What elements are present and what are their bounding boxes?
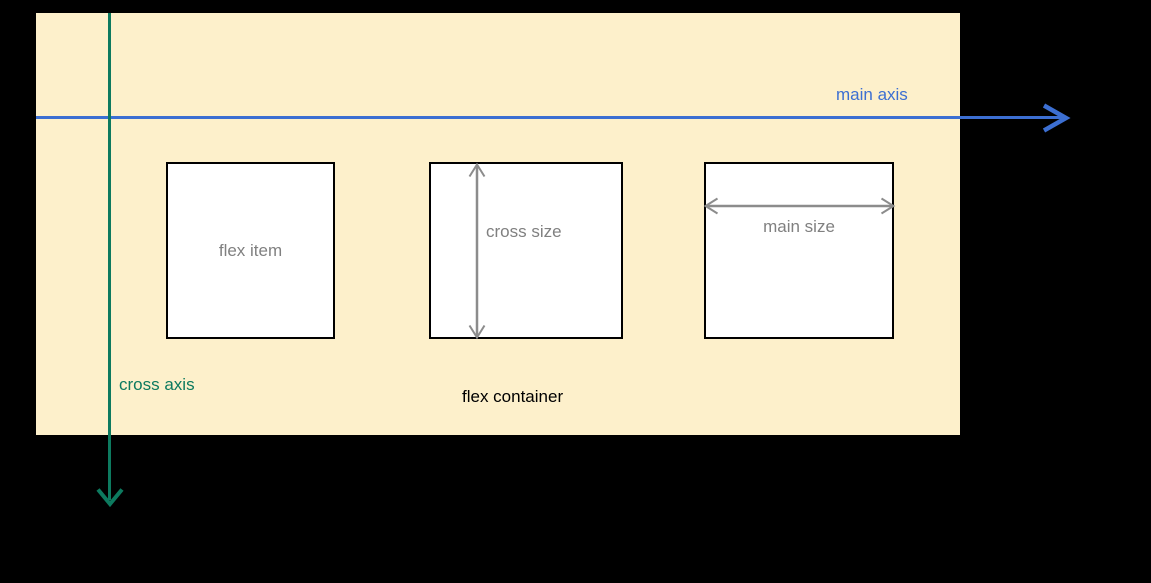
main-axis-label: main axis — [836, 85, 908, 104]
main-axis-arrowhead-icon — [1042, 103, 1071, 133]
cross-axis-label: cross axis — [119, 375, 195, 394]
flex-item-box: flex item — [166, 162, 335, 339]
main-size-label: main size — [763, 217, 835, 236]
cross-size-box: cross size — [429, 162, 623, 339]
cross-axis-arrowhead-icon — [96, 488, 124, 508]
main-size-box: main size — [704, 162, 894, 339]
flex-item-label: flex item — [218, 240, 283, 260]
flex-container-label: flex container — [462, 387, 564, 406]
cross-size-label: cross size — [486, 222, 562, 241]
flex-container: flex item cross size main size flex cont… — [36, 13, 960, 435]
